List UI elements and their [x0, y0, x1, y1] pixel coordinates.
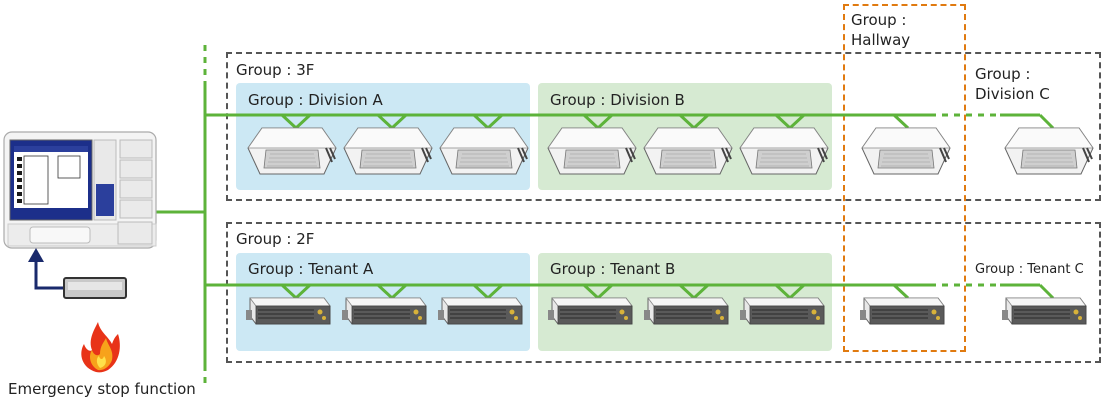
floor-2f-label: Group : 2F [236, 230, 315, 248]
duct-unit [547, 297, 633, 325]
fire-icon [81, 322, 120, 373]
cassette-unit [861, 127, 951, 175]
group-tenant-a-label: Group : Tenant A [248, 260, 374, 278]
group-tenant-b-label: Group : Tenant B [550, 260, 676, 278]
central-controller [3, 131, 157, 249]
group-division-a-label: Group : Division A [248, 91, 383, 109]
floor-3f-box [226, 52, 1101, 201]
group-tenant-c-label: Group : Tenant C [975, 262, 1084, 277]
duct-unit [245, 297, 331, 325]
signal-arrow-head [28, 248, 44, 262]
group-division-c-label: Group : Division C [975, 64, 1065, 104]
duct-unit [739, 297, 825, 325]
emergency-stop-device [63, 277, 127, 299]
cassette-unit [739, 127, 829, 175]
duct-unit [1001, 297, 1087, 325]
group-division-b-label: Group : Division B [550, 91, 685, 109]
group-hallway-label-line1: Group : [851, 11, 907, 29]
cassette-unit [547, 127, 637, 175]
floor-2f-box [226, 222, 1101, 363]
duct-unit [859, 297, 945, 325]
cassette-unit [439, 127, 529, 175]
group-hallway-box [843, 4, 966, 352]
duct-unit [437, 297, 523, 325]
duct-unit [643, 297, 729, 325]
floor-3f-label: Group : 3F [236, 61, 315, 79]
group-hallway-label-line2: Hallway [851, 31, 911, 49]
signal-arrow-line [34, 260, 70, 290]
duct-unit [341, 297, 427, 325]
cassette-unit [247, 127, 337, 175]
cassette-unit [1004, 127, 1094, 175]
group-division-c-text: Group : Division C [975, 65, 1050, 103]
emergency-stop-caption: Emergency stop function [8, 380, 196, 398]
cassette-unit [343, 127, 433, 175]
cassette-unit [643, 127, 733, 175]
